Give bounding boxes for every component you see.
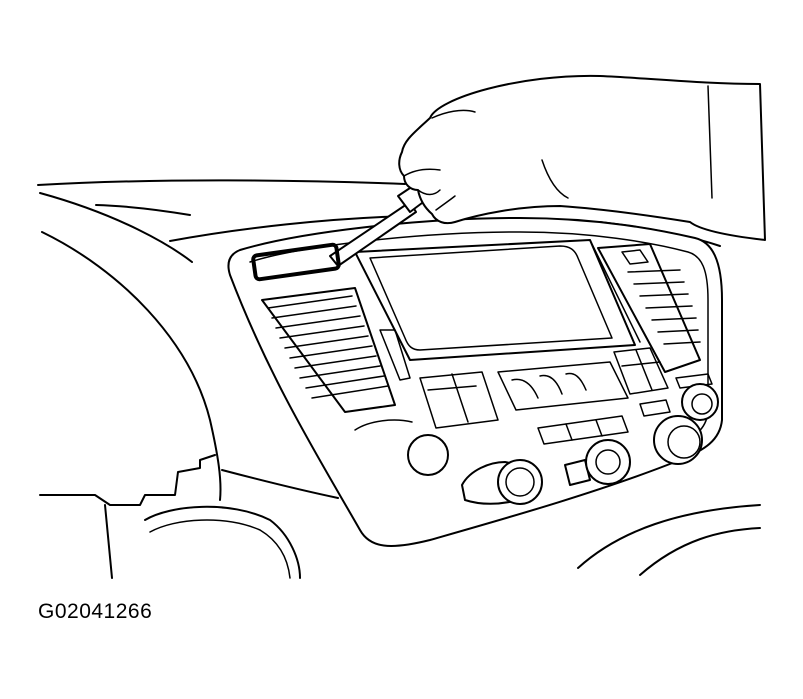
control-knobs: [407, 383, 719, 505]
center-console-panel: [227, 217, 723, 547]
figure-code-label: G02041266: [38, 600, 153, 623]
hand-icon: [398, 74, 766, 241]
display-screen: [354, 239, 641, 381]
control-buttons: [354, 347, 713, 445]
pry-point-outline: [251, 242, 341, 282]
left-air-vent: [261, 287, 396, 413]
right-air-vent: [597, 243, 701, 373]
